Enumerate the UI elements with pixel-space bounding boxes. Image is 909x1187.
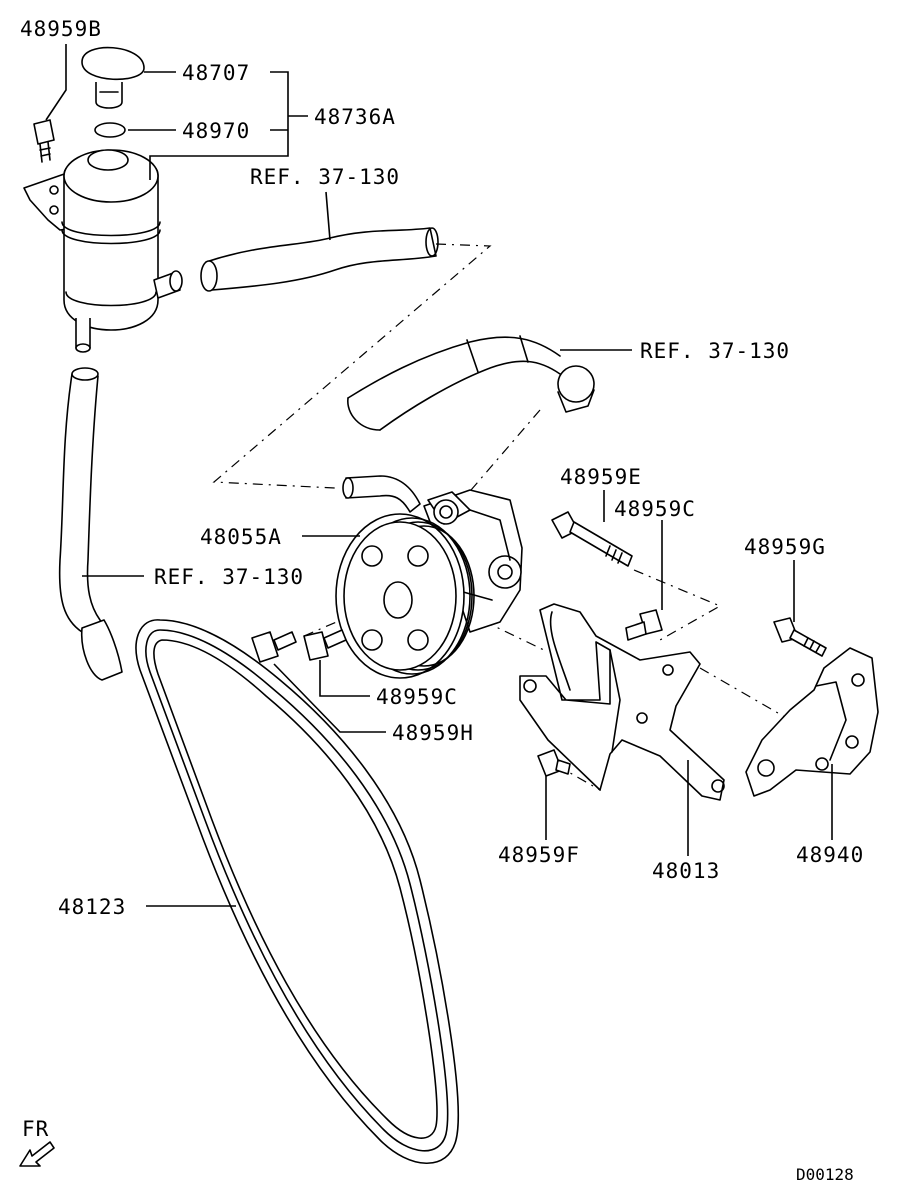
label-48013: 48013 bbox=[652, 859, 720, 883]
label-48736A: 48736A bbox=[314, 105, 396, 129]
pump-stay-48940[interactable] bbox=[745, 647, 879, 797]
label-48959F: 48959F bbox=[498, 843, 580, 867]
reservoir-tank[interactable] bbox=[23, 149, 183, 353]
label-ref-mid: REF. 37-130 bbox=[640, 339, 790, 363]
o-ring-seal[interactable] bbox=[94, 122, 126, 138]
reservoir-cap[interactable] bbox=[81, 46, 145, 109]
label-48959H: 48959H bbox=[392, 721, 474, 745]
bolt-48959C-lower[interactable] bbox=[303, 629, 347, 661]
bolt-48959E[interactable] bbox=[551, 511, 633, 567]
front-arrow-icon bbox=[19, 1141, 55, 1167]
diagram-code: D00128 bbox=[796, 1165, 854, 1184]
bolt-48959H[interactable] bbox=[251, 631, 297, 663]
v-belt-48123[interactable] bbox=[135, 619, 459, 1164]
bolt-48959G[interactable] bbox=[773, 617, 827, 657]
label-48123: 48123 bbox=[58, 895, 126, 919]
label-48959B: 48959B bbox=[20, 17, 102, 41]
bolt-48959C-upper[interactable] bbox=[625, 609, 663, 641]
suction-hose[interactable] bbox=[58, 367, 123, 681]
label-48959C-top: 48959C bbox=[614, 497, 696, 521]
label-ref-left: REF. 37-130 bbox=[154, 565, 304, 589]
label-48707: 48707 bbox=[182, 61, 250, 85]
pump-bracket-48013[interactable] bbox=[519, 603, 725, 801]
power-steering-pump[interactable] bbox=[335, 475, 523, 679]
return-hose-top[interactable] bbox=[200, 227, 439, 292]
label-48959E: 48959E bbox=[560, 465, 642, 489]
reservoir-bolt[interactable] bbox=[33, 119, 55, 163]
label-48959G: 48959G bbox=[744, 535, 826, 559]
label-48055A: 48055A bbox=[200, 525, 282, 549]
label-ref-top: REF. 37-130 bbox=[250, 165, 400, 189]
leader-lines bbox=[45, 44, 833, 907]
pressure-hose[interactable] bbox=[347, 335, 595, 431]
label-48970: 48970 bbox=[182, 119, 250, 143]
bolt-48959F[interactable] bbox=[537, 749, 571, 777]
label-48940: 48940 bbox=[796, 843, 864, 867]
label-fr: FR bbox=[22, 1117, 49, 1141]
label-48959C-bottom: 48959C bbox=[376, 685, 458, 709]
